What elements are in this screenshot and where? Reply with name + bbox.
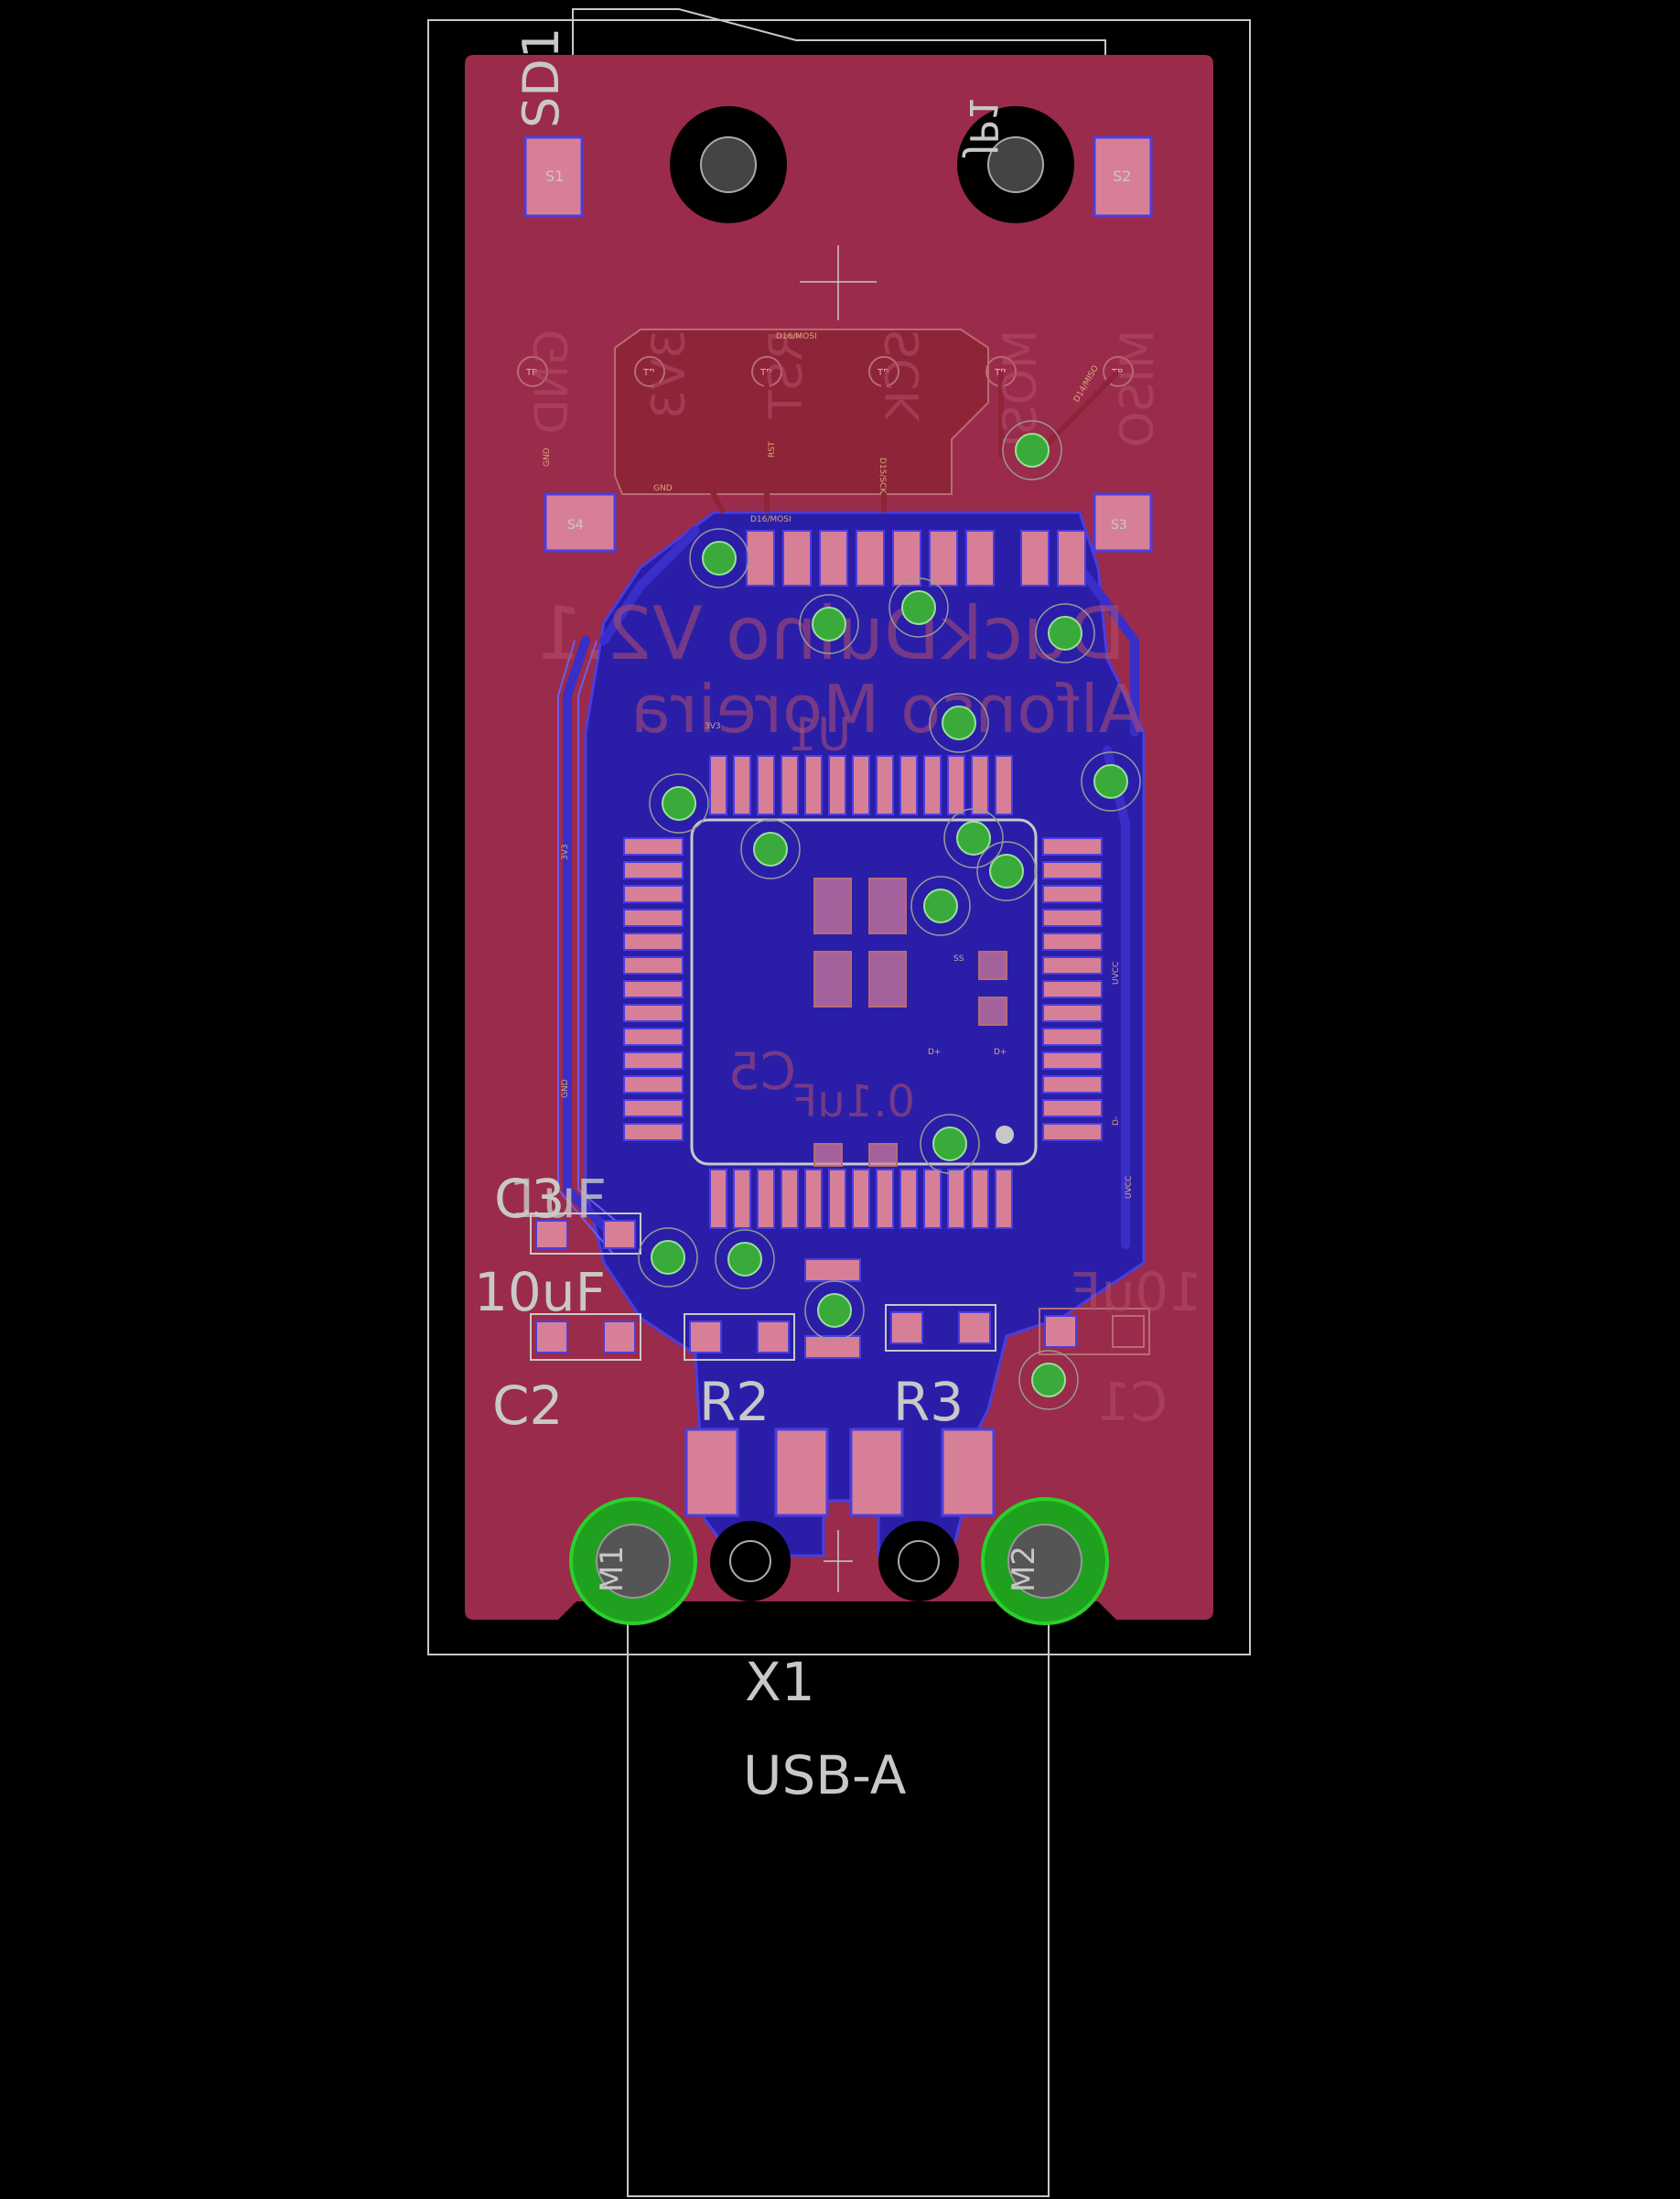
via [651, 1240, 685, 1275]
cap-c3-ref: C3 [494, 1168, 565, 1230]
passive-components [530, 1213, 1150, 1361]
via [901, 590, 936, 625]
via [727, 1242, 762, 1277]
via [923, 889, 958, 923]
sd-contact-pads [746, 530, 1086, 587]
cap-c5-value: 0.1uF [792, 1076, 915, 1127]
via [1048, 616, 1082, 651]
test-point [1103, 356, 1134, 387]
sd-mount-holes [670, 106, 1074, 223]
header-ref: JP1 [961, 97, 1006, 158]
svg-text:RST: RST [768, 441, 777, 458]
sd-pad-s2-label: S2 [1113, 167, 1131, 185]
svg-text:TP: TP [525, 368, 537, 378]
sd-pad-s3 [1093, 492, 1153, 553]
sd-pad-s4-label: S4 [567, 518, 584, 533]
svg-text:D-: D- [1112, 1116, 1121, 1126]
sd-pad-s3-label: S3 [1111, 518, 1127, 533]
cap-c3-value: 1uF [509, 1168, 607, 1230]
usb-pad-vbus [684, 1428, 739, 1517]
sd-pad-s4 [544, 492, 617, 553]
cap-c1-ref: C1 [1097, 1371, 1168, 1433]
cap-c1 [1039, 1308, 1150, 1355]
cap-c1-value: 10uF [1071, 1261, 1202, 1323]
via [989, 854, 1024, 889]
res-r2 [684, 1313, 795, 1361]
cap-c2 [530, 1313, 641, 1361]
res-r2-ref: R2 [699, 1371, 770, 1433]
via [1015, 433, 1050, 468]
usb-shield [569, 1497, 1109, 1625]
test-point [634, 356, 665, 387]
sd-shield-pads [523, 135, 1153, 553]
pin-label-gnd: GND [525, 329, 578, 435]
test-point [517, 356, 548, 387]
svg-text:D+: D+ [928, 1048, 941, 1057]
svg-text:UVCC: UVCC [1112, 962, 1121, 985]
sd-card-label: SD1 [512, 27, 570, 128]
svg-text:3V3: 3V3 [705, 722, 721, 731]
cap-c5-ref: C5 [727, 1042, 796, 1102]
via [753, 832, 788, 867]
via [932, 1126, 967, 1161]
pin-label-3v3: 3V3 [642, 329, 695, 419]
svg-text:SS: SS [953, 954, 964, 964]
mcu-package [623, 755, 1103, 1229]
sd-pad-s1-label: S1 [545, 167, 564, 185]
via [817, 1293, 852, 1328]
pin-label-rst: RST [759, 329, 813, 418]
shield-m2-label: M2 [1006, 1546, 1042, 1592]
cap-c3 [530, 1213, 641, 1255]
usb-pad-gnd [941, 1428, 996, 1517]
top-traces [614, 329, 989, 495]
origin-marks [800, 245, 877, 1592]
usb-connector-ref: X1 [745, 1651, 815, 1713]
res-r3-ref: R3 [893, 1371, 964, 1433]
pin-label-sck: SCK [877, 329, 930, 422]
via [1031, 1363, 1066, 1397]
usb-pads [684, 1428, 996, 1517]
mcu-ref: U1 [789, 708, 851, 761]
res-r3 [885, 1304, 996, 1352]
shield-m1-label: M1 [594, 1546, 630, 1592]
via [812, 607, 846, 641]
pin-label-miso: MISO [1111, 329, 1164, 447]
board-author: Alfonso Moreira [630, 671, 1144, 748]
pin-label-mosi: MOSI [994, 329, 1047, 447]
svg-text:GND: GND [653, 484, 673, 493]
svg-text:GND: GND [543, 447, 552, 467]
via [956, 821, 991, 856]
vias [638, 420, 1141, 1410]
svg-text:GND: GND [561, 1079, 570, 1098]
svg-text:3V3: 3V3 [561, 844, 570, 860]
via [702, 541, 737, 576]
mirrored-pin-labels: GND 3V3 RST SCK MOSI MISO [525, 329, 1164, 447]
svg-text:UVCC: UVCC [1125, 1176, 1134, 1199]
cap-c2-value: 10uF [474, 1261, 606, 1323]
usb-pad-dminus [774, 1428, 829, 1517]
via [1093, 764, 1128, 799]
svg-text:D+: D+ [994, 1048, 1007, 1057]
svg-text:D15/SCK: D15/SCK [878, 458, 887, 494]
usb-pad-dplus [849, 1428, 904, 1517]
svg-text:D16/MOSI: D16/MOSI [750, 515, 792, 524]
svg-text:D16/MOSI: D16/MOSI [776, 332, 817, 341]
via [662, 786, 696, 821]
usb-type-label: USB-A [743, 1744, 907, 1806]
via [942, 706, 976, 740]
sd-pad-s2 [1093, 135, 1153, 218]
cap-c2-ref: C2 [492, 1374, 563, 1437]
sd-pad-s1 [523, 135, 584, 218]
